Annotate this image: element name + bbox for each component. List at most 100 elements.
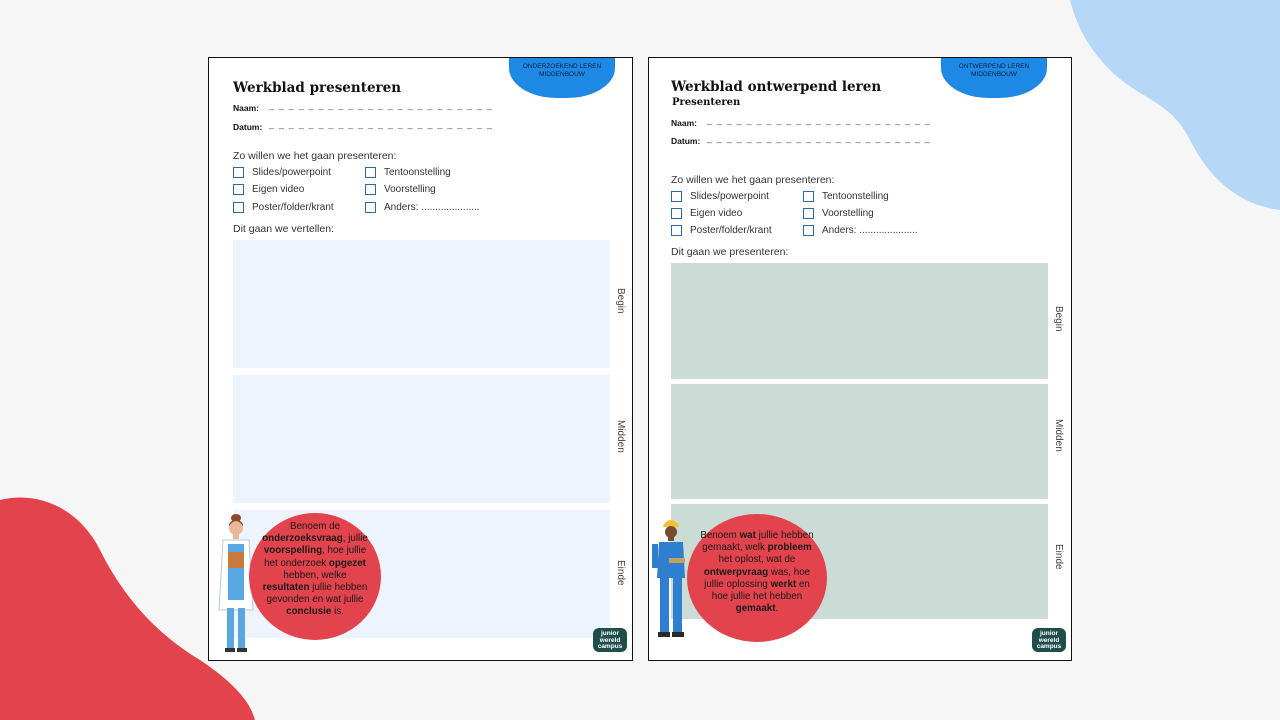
checkbox[interactable] — [803, 225, 814, 236]
presentation-question: Zo willen we het gaan presenteren: — [671, 174, 835, 186]
logo-line: junior — [600, 630, 620, 637]
option-label: Anders: ..................... — [384, 202, 480, 213]
checkbox[interactable] — [803, 208, 814, 219]
section-label-begin: Begin — [615, 288, 626, 314]
option-poster[interactable]: Poster/folder/krant — [671, 225, 772, 236]
checkbox[interactable] — [365, 184, 376, 195]
option-video[interactable]: Eigen video — [233, 184, 304, 195]
red-blob-decoration — [0, 497, 255, 720]
option-slides[interactable]: Slides/powerpoint — [671, 191, 769, 202]
bubble-text: Benoem de — [289, 521, 341, 532]
worksheet-title: Werkblad ontwerpend leren — [671, 79, 882, 95]
panel-begin[interactable] — [671, 263, 1048, 379]
bubble-keyword: probleem — [767, 542, 812, 554]
category-tag: ONDERZOEKEND LEREN MIDDENBOUW — [509, 58, 615, 98]
datum-label: Datum: — [233, 122, 263, 132]
bubble-text: . — [775, 603, 779, 615]
option-label: Eigen video — [690, 208, 743, 219]
checkbox[interactable] — [671, 191, 682, 202]
bubble-keyword: wat — [739, 530, 756, 541]
worksheet-title: Werkblad presenteren — [233, 80, 402, 96]
bubble-keyword: gemaakt — [735, 603, 776, 615]
option-slides[interactable]: Slides/powerpoint — [233, 167, 331, 178]
instruction-bubble: Benoem wat jullie hebben gemaakt, welk p… — [687, 514, 827, 642]
section-label-einde: Einde — [615, 560, 626, 586]
naam-line[interactable]: _ _ _ _ _ _ _ _ _ _ _ _ _ _ _ _ _ _ _ _ … — [707, 115, 932, 125]
tell-label: Dit gaan we vertellen: — [233, 223, 334, 235]
checkbox[interactable] — [671, 225, 682, 236]
checkbox[interactable] — [233, 202, 244, 213]
bubble-keyword: werkt — [770, 578, 797, 590]
bubble-keyword: onderzoeksvraag — [262, 533, 343, 545]
bubble-text: het oplost, wat de — [718, 554, 796, 566]
tell-label: Dit gaan we presenteren: — [671, 246, 789, 258]
presentation-question: Zo willen we het gaan presenteren: — [233, 150, 397, 162]
logo-line: junior — [1039, 630, 1059, 637]
option-anders[interactable]: Anders: ..................... — [803, 225, 918, 236]
tag-line: MIDDENBOUW — [539, 71, 585, 78]
bubble-keyword: voorspelling — [263, 545, 323, 557]
logo-line: campus — [597, 643, 623, 650]
option-anders[interactable]: Anders: ..................... — [365, 202, 480, 213]
bubble-text: jullie hebben gemaakt, welk — [702, 530, 814, 554]
bubble-keyword: ontwerpvraag — [703, 566, 769, 578]
section-label-midden: Midden — [1053, 419, 1064, 452]
option-voorstelling[interactable]: Voorstelling — [803, 208, 874, 219]
bubble-text: jullie — [348, 533, 368, 545]
checkbox[interactable] — [233, 184, 244, 195]
bubble-keyword: conclusie — [286, 606, 332, 618]
datum-line[interactable]: _ _ _ _ _ _ _ _ _ _ _ _ _ _ _ _ _ _ _ _ … — [269, 119, 494, 129]
option-poster[interactable]: Poster/folder/krant — [233, 202, 334, 213]
option-label: Voorstelling — [384, 184, 436, 195]
bubble-text: , — [342, 533, 346, 545]
option-label: Poster/folder/krant — [252, 202, 334, 213]
bubble-keyword: opgezet — [328, 557, 366, 569]
option-label: Tentoonstelling — [384, 167, 451, 178]
option-label: Poster/folder/krant — [690, 225, 772, 236]
checkbox[interactable] — [671, 208, 682, 219]
checkbox[interactable] — [365, 167, 376, 178]
junior-wereld-campus-logo: junior wereld campus — [1032, 628, 1066, 652]
bubble-text: en hoe jullie het hebben — [711, 578, 810, 603]
bubble-keyword: resultaten — [262, 582, 310, 594]
logo-line: wereld — [1038, 636, 1060, 644]
worksheet-subtitle: Presenteren — [672, 97, 741, 108]
blue-blob-decoration — [1070, 0, 1280, 210]
section-label-begin: Begin — [1053, 306, 1064, 332]
option-label: Anders: ..................... — [822, 225, 918, 236]
checkbox[interactable] — [803, 191, 814, 202]
instruction-bubble: Benoem de onderzoeksvraag, jullie voorsp… — [249, 513, 381, 640]
logo-line: campus — [1036, 643, 1062, 650]
bubble-text: , hoe jullie het onderzoek — [264, 545, 367, 569]
checkbox[interactable] — [233, 167, 244, 178]
naam-line[interactable]: _ _ _ _ _ _ _ _ _ _ _ _ _ _ _ _ _ _ _ _ … — [269, 100, 494, 110]
section-label-einde: Einde — [1053, 544, 1064, 570]
worksheet-ontwerpend: ONTWERPEND LEREN MIDDENBOUW Werkblad ont… — [648, 57, 1072, 661]
naam-label: Naam: — [671, 118, 697, 128]
tag-line: ONTWERPEND LEREN — [958, 63, 1030, 70]
option-tentoonstelling[interactable]: Tentoonstelling — [803, 191, 889, 202]
option-label: Slides/powerpoint — [252, 167, 331, 178]
tag-line: ONDERZOEKEND LEREN — [522, 63, 602, 70]
option-label: Tentoonstelling — [822, 191, 889, 202]
panel-begin[interactable] — [233, 240, 610, 368]
option-tentoonstelling[interactable]: Tentoonstelling — [365, 167, 451, 178]
bubble-text: is. — [334, 606, 344, 618]
naam-label: Naam: — [233, 103, 259, 113]
section-label-midden: Midden — [615, 420, 626, 453]
category-tag: ONTWERPEND LEREN MIDDENBOUW — [941, 58, 1047, 98]
datum-line[interactable]: _ _ _ _ _ _ _ _ _ _ _ _ _ _ _ _ _ _ _ _ … — [707, 133, 932, 143]
engineer-illustration — [652, 520, 685, 637]
option-video[interactable]: Eigen video — [671, 208, 742, 219]
bubble-text: was, hoe jullie oplossing — [704, 566, 811, 590]
option-voorstelling[interactable]: Voorstelling — [365, 184, 436, 195]
panel-midden[interactable] — [671, 384, 1048, 499]
bubble-text: jullie hebben gevonden en wat jullie — [266, 582, 368, 606]
panel-midden[interactable] — [233, 375, 610, 503]
option-label: Voorstelling — [822, 208, 874, 219]
logo-line: wereld — [599, 636, 621, 644]
scientist-illustration — [218, 514, 254, 652]
tag-line: MIDDENBOUW — [971, 71, 1017, 78]
datum-label: Datum: — [671, 136, 701, 146]
checkbox[interactable] — [365, 202, 376, 213]
